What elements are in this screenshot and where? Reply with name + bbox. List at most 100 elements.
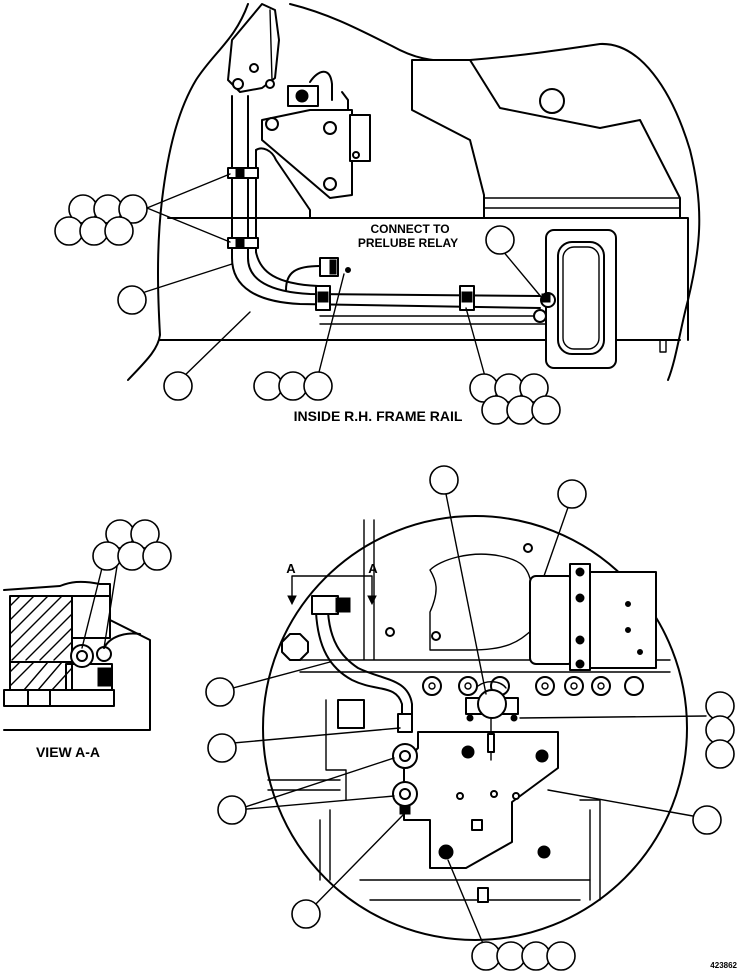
callout-bubble (481, 395, 511, 425)
line-fitting (533, 309, 547, 323)
callout-bubble (557, 479, 587, 509)
prelube-relay (477, 689, 507, 719)
drawing-number: 423862 (710, 961, 737, 970)
frame-bolt-center (541, 682, 549, 690)
hose-to-valve (255, 147, 311, 219)
plate-hole (456, 792, 464, 800)
section-valve-inner (76, 650, 88, 662)
callout-bubble (506, 395, 536, 425)
connect-label-line1: CONNECT TO (370, 222, 449, 236)
hinge-bolt (232, 78, 244, 90)
line-clamp-bolt (461, 291, 473, 303)
plate-slot (471, 819, 483, 831)
leader-line (519, 715, 707, 719)
cover-opening (557, 241, 605, 355)
valve-cap (349, 114, 371, 162)
plate-bolt (438, 844, 454, 860)
leader-line (447, 859, 485, 947)
valve-bolt (352, 151, 360, 159)
section-fitting (65, 663, 113, 691)
top-view-outline (127, 3, 701, 381)
valve-bolt (323, 177, 337, 191)
cover-opening-inner (562, 246, 600, 350)
pump-port (625, 601, 631, 607)
leader-line (465, 307, 487, 381)
frame-bolt (458, 676, 478, 696)
section-tube (103, 632, 141, 649)
mount-bracket (429, 553, 533, 651)
plate-slot (477, 887, 489, 903)
callout-bubble (79, 216, 109, 246)
hose-clamp-bolt (235, 167, 245, 179)
bracket-hole (523, 543, 533, 553)
leader-line (309, 813, 405, 911)
hose-bend (231, 257, 541, 309)
leader-line (317, 273, 345, 377)
callout-bubble (485, 225, 515, 255)
relay-terminal (510, 714, 518, 722)
pump-flange (569, 563, 591, 671)
leader-line (547, 789, 705, 819)
callout-bubble (291, 899, 321, 929)
callout-bubble (117, 541, 147, 571)
callout-bubble (278, 371, 308, 401)
switch-fitting (397, 713, 413, 733)
leader-line (179, 311, 251, 381)
plate-bolt (461, 745, 475, 759)
section-mark-left: A (286, 561, 296, 576)
detail-hose (327, 611, 413, 715)
hose-bend (255, 251, 319, 287)
frame-bolt (591, 676, 611, 696)
section-nut (97, 667, 113, 687)
callout-bubble (531, 395, 561, 425)
section-caption: VIEW A-A (36, 744, 100, 760)
bracket-hole (385, 627, 395, 637)
plate-bolt (537, 845, 551, 859)
hose-fitting-nut (335, 597, 351, 613)
frame-bolt-center (570, 682, 578, 690)
bracket-hole (431, 631, 441, 641)
callout-bubble (217, 795, 247, 825)
pump-bolt (575, 635, 585, 645)
line-clamp-bolt (317, 291, 329, 303)
section-outline (3, 580, 151, 731)
frame-bolt (535, 676, 555, 696)
valve-bolt (323, 121, 337, 135)
callout-bubbles (205, 465, 735, 971)
valve-bolt (265, 117, 279, 131)
section-arrow-right (367, 595, 377, 606)
callout-bubble (163, 371, 193, 401)
solenoid-cap (295, 89, 309, 103)
detail-view: A A (205, 465, 735, 971)
callout-bubble (118, 194, 148, 224)
callout-bubble (207, 733, 237, 763)
pump-port (637, 649, 643, 655)
detail-frame (267, 519, 671, 791)
hinge-bolt (265, 79, 275, 89)
callout-bubble (546, 941, 576, 971)
plate-bolt (535, 749, 549, 763)
callout-bubble (705, 739, 735, 769)
callout-bubble (92, 541, 122, 571)
section-plate (71, 595, 111, 639)
valve-mount-plate (403, 731, 559, 869)
detail-hose (315, 611, 403, 715)
relay-fuse (487, 733, 495, 753)
top-view: CONNECT TO PRELUBE RELAY INSIDE R.H. FRA… (54, 3, 701, 425)
callout-bubble (253, 371, 283, 401)
pump-bolt (575, 593, 585, 603)
relay-terminal (466, 714, 474, 722)
callout-bubble (471, 941, 501, 971)
bolt-row (422, 676, 644, 696)
callout-bubble (104, 216, 134, 246)
line-fitting-nut (541, 293, 551, 303)
hose-fitting (311, 595, 339, 615)
hex-plug (281, 633, 309, 661)
pump-port (625, 627, 631, 633)
frame-bolt-center (428, 682, 436, 690)
pressure-switch-inner (399, 788, 411, 800)
callout-bubble (205, 677, 235, 707)
callout-bubble (521, 941, 551, 971)
callout-bubble (429, 465, 459, 495)
